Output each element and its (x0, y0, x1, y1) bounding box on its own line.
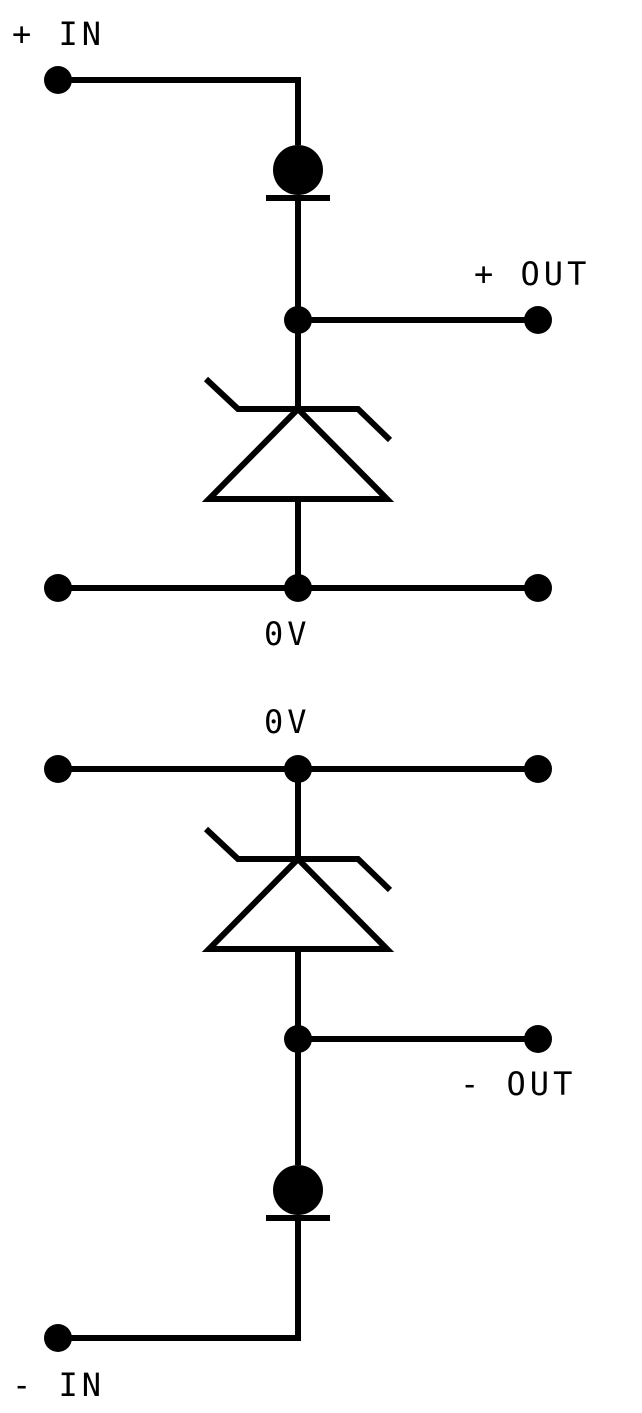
plus-in-label: + IN (12, 15, 105, 53)
bottom-zero-volt-left-terminal (44, 755, 72, 783)
negative-rail-circuit: 0V - OUT - IN (12, 703, 576, 1404)
bottom-fuse-body (273, 1165, 323, 1215)
bottom-zero-volt-right-terminal (524, 755, 552, 783)
top-zero-volt-left-terminal (44, 574, 72, 602)
top-fuse-body (273, 145, 323, 195)
minus-in-label: - IN (12, 1366, 105, 1404)
minus-in-terminal (44, 1324, 72, 1352)
minus-in-wire (58, 1218, 301, 1341)
bottom-zero-volt-label: 0V (264, 703, 311, 741)
bottom-fuse (266, 1165, 330, 1221)
top-zero-volt-right-terminal (524, 574, 552, 602)
top-zero-volt-junction (284, 574, 312, 602)
top-zero-volt-label: 0V (264, 615, 311, 653)
top-fuse (266, 145, 330, 201)
plus-out-terminal (524, 306, 552, 334)
positive-rail-circuit: + IN + OUT 0V (12, 15, 590, 653)
minus-out-terminal (524, 1025, 552, 1053)
top-zener-triangle (201, 404, 395, 502)
minus-out-label: - OUT (460, 1065, 576, 1103)
plus-out-label: + OUT (474, 255, 590, 293)
plus-in-wire (58, 77, 301, 145)
bottom-zener-triangle (201, 854, 395, 952)
